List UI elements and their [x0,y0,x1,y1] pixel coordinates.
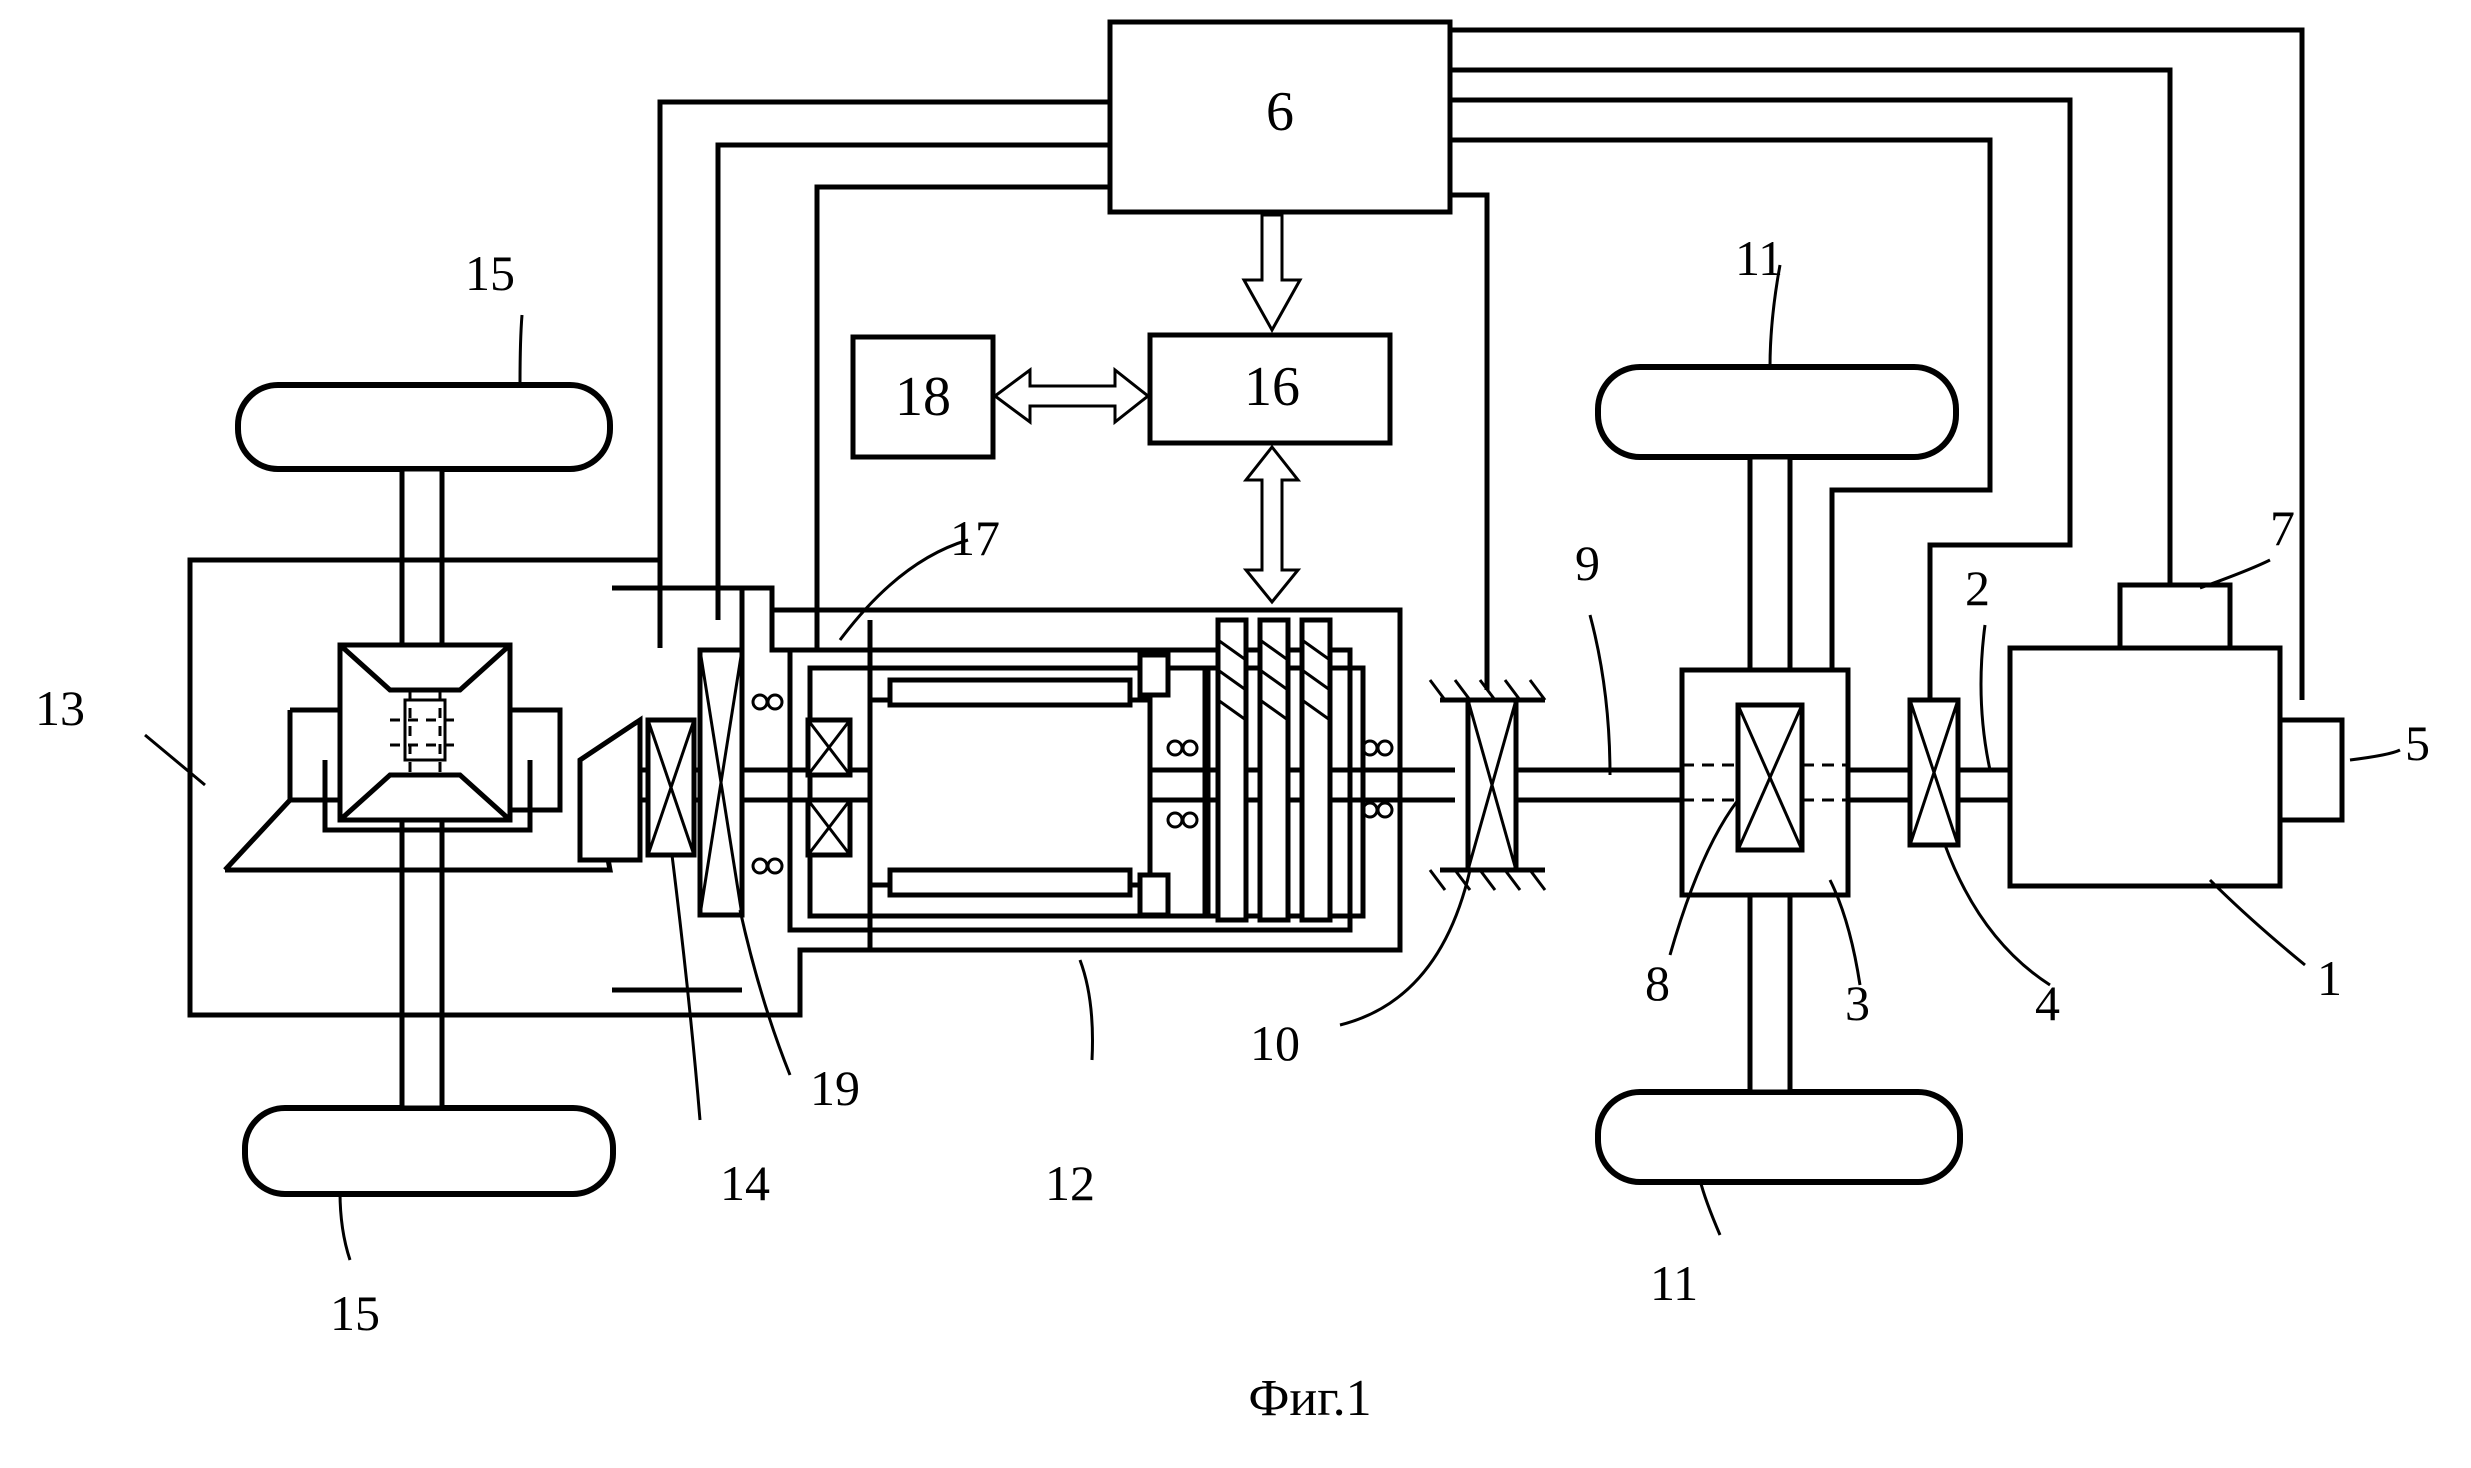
wheel-15-bottom [245,1108,613,1194]
callout-2: 2 [1965,560,1990,616]
callout-15-bottom: 15 [330,1285,380,1341]
figure-caption: Фиг.1 [1248,1370,1371,1427]
callout-19: 19 [810,1060,860,1116]
callout-7: 7 [2270,500,2295,556]
callout-3: 3 [1845,975,1870,1031]
clutch-10 [1430,680,1545,890]
arrow-18-16 [995,370,1148,422]
wheel-15-top [238,385,610,469]
shaft-2-clutch-4 [1848,700,2010,845]
rear-axle [190,385,870,1194]
brake-19 [700,650,742,915]
callout-9: 9 [1575,535,1600,591]
wheel-11-top [1598,367,1956,457]
callout-15-top: 15 [465,245,515,301]
callout-13: 13 [35,680,85,736]
callout-12: 12 [1045,1155,1095,1211]
callout-1: 1 [2317,950,2342,1006]
arrow-6-to-16 [1244,215,1300,330]
callout-4: 4 [2035,975,2060,1031]
label-18: 18 [895,366,951,428]
wheel-11-bottom [1598,1092,1960,1182]
callout-11-bottom: 11 [1650,1255,1698,1311]
label-6: 6 [1266,81,1294,143]
shaft-9 [1516,770,1682,800]
callout-11-top: 11 [1735,230,1783,286]
label-16: 16 [1244,356,1300,418]
callout-17: 17 [950,510,1000,566]
arrow-16-12 [1246,447,1298,602]
callout-5: 5 [2405,715,2430,771]
engine-1 [2010,585,2342,886]
callout-10: 10 [1250,1015,1300,1071]
callout-8: 8 [1645,955,1670,1011]
callout-14: 14 [720,1155,770,1211]
clutch-14 [648,720,694,855]
